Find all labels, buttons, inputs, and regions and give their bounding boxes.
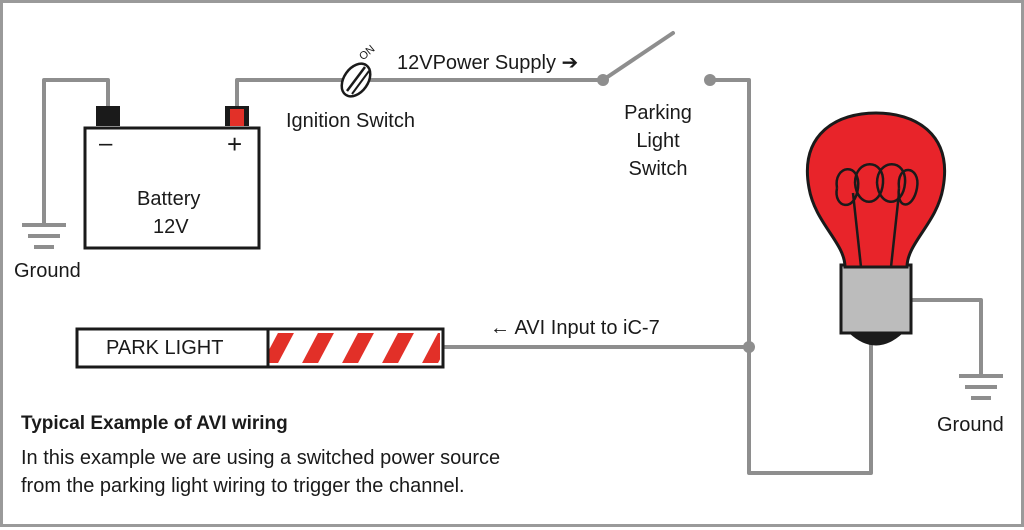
note-line1: In this example we are using a switched … (21, 447, 501, 469)
battery-pos-symbol: + (227, 129, 243, 159)
ground-icon (959, 374, 1003, 400)
note-line2: from the parking light wiring to trigger… (21, 475, 465, 497)
switch-output-wire (710, 78, 873, 475)
negative-wire (42, 78, 110, 225)
avi-input-label: ← AVI Input to iC-7 (490, 317, 660, 339)
ignition-switch-label: Ignition Switch (286, 110, 415, 132)
parking-switch-line3: Switch (628, 158, 688, 180)
ground-left-label: Ground (14, 260, 81, 282)
parking-switch-line2: Light (636, 130, 680, 152)
parking-switch-label: Parking Light Switch (608, 99, 708, 183)
switch-icon (601, 31, 675, 82)
junction-dot (743, 341, 755, 353)
ground-icon (22, 223, 66, 249)
power-supply-label: 12VPower Supply ➔ (397, 52, 579, 74)
battery-voltage: 12V (153, 216, 189, 238)
bulb-ground-wire (908, 298, 983, 375)
battery-neg-symbol: – (99, 130, 113, 157)
battery-label: Battery (137, 188, 201, 210)
parking-switch-line1: Parking (624, 102, 692, 124)
battery-icon (83, 106, 261, 250)
switch-contact-dot (704, 74, 716, 86)
wiring-diagram-svg (22, 31, 1003, 475)
bulb-icon (805, 111, 947, 346)
wires (42, 78, 983, 475)
ground-right-label: Ground (937, 414, 1004, 436)
ignition-switch-icon (340, 62, 372, 98)
park-light-label: PARK LIGHT (106, 337, 224, 359)
park-light-wire-icon (75, 327, 445, 369)
note-title: Typical Example of AVI wiring (21, 413, 288, 434)
positive-wire (235, 78, 345, 106)
